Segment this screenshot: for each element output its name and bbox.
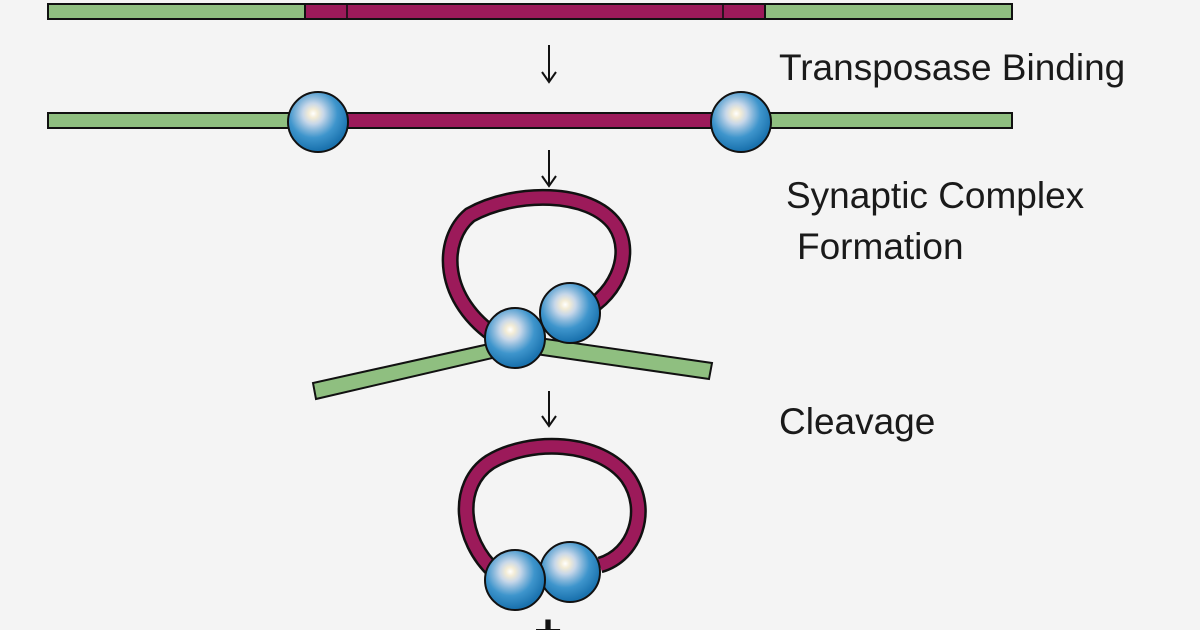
transposase-sphere-icon [539, 282, 601, 344]
transposon-segment [304, 3, 766, 20]
transposase-sphere-icon [484, 307, 546, 369]
left-flank-segment [47, 3, 306, 20]
transposase-sphere-icon [539, 541, 601, 603]
step-label-formation: Formation [797, 226, 964, 267]
synaptic-complex [311, 188, 714, 401]
transposase-sphere-icon [710, 91, 772, 153]
right-flank-segment [764, 3, 1013, 20]
transposon-loop [444, 191, 629, 344]
plus-sign: + [534, 606, 562, 630]
transposon-loop [460, 440, 645, 577]
transposon-segment [329, 112, 726, 129]
down-arrow-icon [541, 391, 557, 428]
excised-transposon [457, 437, 647, 611]
initial-dna [47, 3, 1013, 20]
transposase-sphere-icon [287, 91, 349, 153]
right-flank-segment [764, 112, 1013, 129]
transposase-sphere-icon [484, 549, 546, 611]
step-label-synaptic-complex: Synaptic Complex [786, 175, 1085, 216]
step-label-cleavage: Cleavage [779, 401, 936, 442]
down-arrow-icon [541, 150, 557, 188]
left-flank-segment [47, 112, 301, 129]
step-label-transposase-binding: Transposase Binding [779, 47, 1126, 88]
right-flank-segment [520, 334, 714, 381]
bound-dna [47, 91, 1013, 153]
down-arrow-icon [541, 45, 557, 84]
